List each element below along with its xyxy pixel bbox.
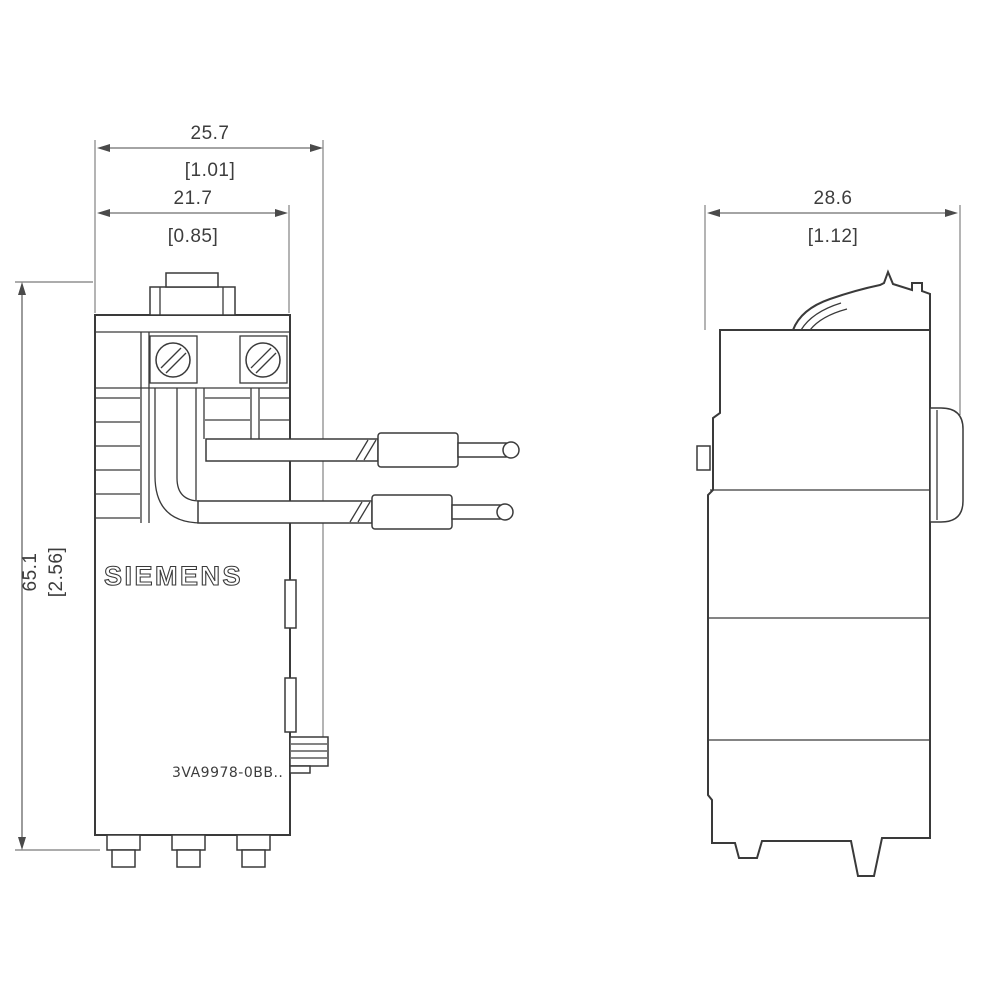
side-rib-upper [284, 579, 297, 629]
wire-upper-pin [457, 442, 507, 458]
side-rib-lower [284, 677, 297, 733]
bottom-pins [106, 834, 271, 868]
wire-lower-ferrule [371, 494, 453, 530]
dim-side-depth-inch: [1.12] [808, 226, 859, 247]
internal-channels [96, 332, 289, 523]
wire-upper-pin-tip [502, 441, 520, 459]
wire-lower-pin-tip [496, 503, 514, 521]
terminal-screw-right [245, 342, 281, 378]
side-connector [289, 736, 329, 774]
side-view [696, 269, 964, 877]
top-cap [149, 286, 236, 316]
left-edge-tab [696, 445, 711, 471]
front-housing [94, 314, 291, 836]
brand-logo: SIEMENS [104, 561, 243, 591]
dim-front-inner-mm: 21.7 [174, 188, 213, 209]
part-number: 3VA9978-0BB.. [172, 765, 283, 781]
dim-front-overall-mm: 25.7 [191, 123, 230, 144]
wire-upper [205, 432, 520, 468]
dim-front-overall-inch: [1.01] [185, 160, 236, 181]
top-cap-tab [165, 272, 219, 288]
wire-lower-pin [451, 504, 501, 520]
dimension-annotations: 25.7 [1.01] 21.7 [0.85] 65.1 [2.56] 28.6… [15, 123, 961, 851]
dim-front-height-inch: [2.56] [46, 547, 67, 598]
terminal-screw-left [155, 342, 191, 378]
top-clip [791, 269, 931, 331]
front-view: SIEMENS 3VA9978-0BB.. [94, 272, 520, 868]
wire-lower [197, 494, 514, 530]
side-latch [929, 407, 964, 523]
side-housing [707, 329, 931, 877]
dim-front-height-mm: 65.1 [20, 553, 41, 592]
dim-side-depth-mm: 28.6 [814, 188, 853, 209]
dim-front-inner-inch: [0.85] [168, 226, 219, 247]
wire-upper-ferrule [377, 432, 459, 468]
